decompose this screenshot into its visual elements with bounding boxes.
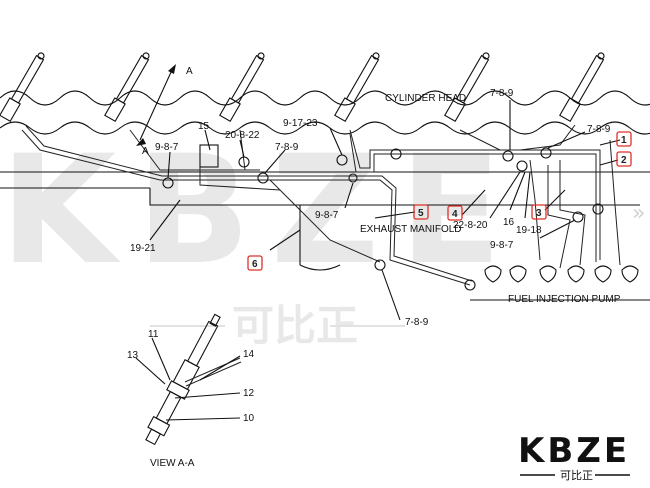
label-22-8-20: 22-8-20 xyxy=(453,220,488,231)
cylinder-head-outline xyxy=(0,90,650,301)
callout-6: 6 xyxy=(247,255,263,271)
label-7-8-9-mid: 7-8-9 xyxy=(275,142,299,153)
label-exhaust-manifold: EXHAUST MANIFOLD xyxy=(360,224,462,235)
callout-3: 3 xyxy=(531,204,547,220)
logo-brand: KBZE xyxy=(518,431,630,471)
svg-text:2: 2 xyxy=(621,155,627,166)
label-10: 10 xyxy=(243,413,255,424)
label-7-8-9-bottom: 7-8-9 xyxy=(405,317,429,328)
label-19-18: 19-18 xyxy=(516,225,542,236)
label-7-8-9-right: 7-8-9 xyxy=(587,124,611,135)
label-13: 13 xyxy=(127,350,139,361)
label-20-8-22: 20-8-22 xyxy=(225,130,260,141)
svg-text:1: 1 xyxy=(621,135,627,146)
injectors xyxy=(0,52,605,123)
callout-boxes: 1 2 3 4 5 6 xyxy=(247,131,632,271)
logo-cn: 可比正 xyxy=(560,469,593,482)
callout-2: 2 xyxy=(616,151,632,167)
label-9-17-23: 9-17-23 xyxy=(283,118,318,129)
arrow-down-icon xyxy=(136,138,146,146)
label-14: 14 xyxy=(243,349,255,360)
label-a-bottom: A xyxy=(142,146,149,157)
label-cylinder-head: CYLINDER HEAD xyxy=(385,93,466,104)
svg-text:6: 6 xyxy=(252,259,258,270)
svg-text:3: 3 xyxy=(536,208,542,219)
leader-lines xyxy=(149,100,621,321)
arrow-up-icon xyxy=(168,64,176,74)
label-9-8-7-center: 9-8-7 xyxy=(315,210,339,221)
label-fuel-injection-pump: FUEL INJECTION PUMP xyxy=(508,294,621,305)
svg-text:4: 4 xyxy=(452,209,458,220)
label-15: 15 xyxy=(198,121,210,132)
kbze-logo: KBZE 可比正 xyxy=(518,431,630,482)
view-aa-detail: 11 13 14 12 10 VIEW A-A xyxy=(127,313,255,469)
label-16: 16 xyxy=(503,217,515,228)
label-a-top: A xyxy=(186,66,193,77)
label-9-8-7-lower: 9-8-7 xyxy=(490,240,514,251)
fuel-pipes xyxy=(21,124,621,286)
svg-text:5: 5 xyxy=(418,208,424,219)
watermark: KBZE 可比正 xyxy=(0,124,502,350)
chevron-right-icon: » xyxy=(632,201,645,226)
callout-4: 4 xyxy=(447,205,463,221)
label-12: 12 xyxy=(243,388,255,399)
label-view-aa: VIEW A-A xyxy=(150,458,195,469)
section-arrows: A A xyxy=(136,64,193,157)
fuel-pump-fittings xyxy=(484,265,639,283)
part-labels: 15 9-8-7 20-8-22 7-8-9 9-17-23 CYLINDER … xyxy=(130,88,621,328)
label-19-21: 19-21 xyxy=(130,243,156,254)
callout-1: 1 xyxy=(616,131,632,147)
callout-5: 5 xyxy=(413,204,429,220)
label-11: 11 xyxy=(148,329,159,340)
label-9-8-7-left: 9-8-7 xyxy=(155,142,179,153)
label-7-8-9-top: 7-8-9 xyxy=(490,88,514,99)
